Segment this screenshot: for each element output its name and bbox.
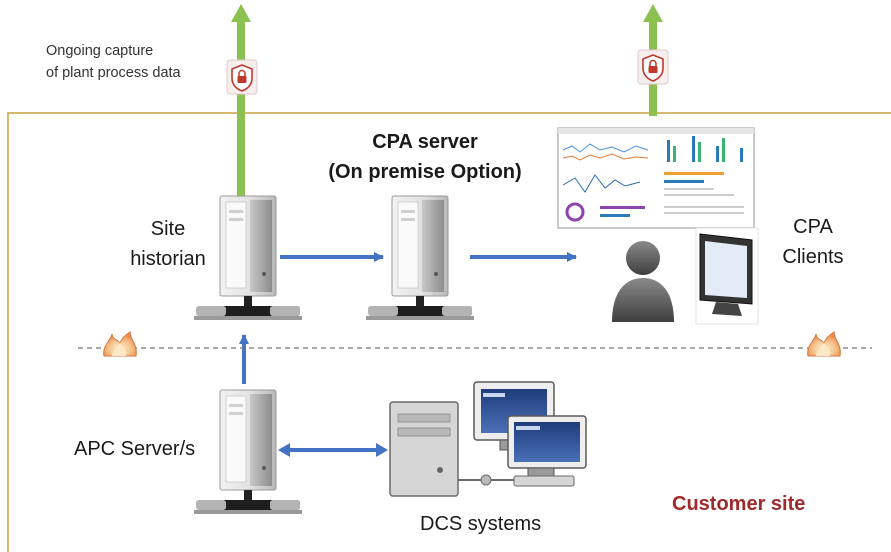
- apc-server-label: APC Server/s: [74, 438, 196, 460]
- customer-site-label: Customer site: [672, 493, 806, 515]
- monitor-icon: [695, 227, 759, 325]
- flow-arrow-apc-dcs: [278, 443, 388, 457]
- dashboard-screenshot: [557, 127, 755, 229]
- customer-site-boundary: [7, 112, 891, 552]
- firewall-flame-icon: [807, 331, 841, 357]
- lock-shield-icon: [226, 59, 258, 95]
- firewall-flame-icon: [103, 331, 137, 357]
- user-silhouette-icon: [612, 241, 674, 322]
- cloud-capture-note: Ongoing capture of plant process data: [46, 43, 181, 81]
- cpa-clients-label: CPA Clients: [782, 216, 844, 268]
- cpa-server-title: CPA server: [372, 131, 478, 153]
- cpa-server-subtitle: (On premise Option): [328, 161, 522, 183]
- dcs-systems-label: DCS systems: [420, 513, 542, 535]
- dcs-workstation-icon: [389, 381, 587, 497]
- uplink-arrow-historian: [231, 4, 251, 196]
- site-historian-label: Site historian: [130, 218, 206, 270]
- lock-shield-icon: [637, 49, 669, 85]
